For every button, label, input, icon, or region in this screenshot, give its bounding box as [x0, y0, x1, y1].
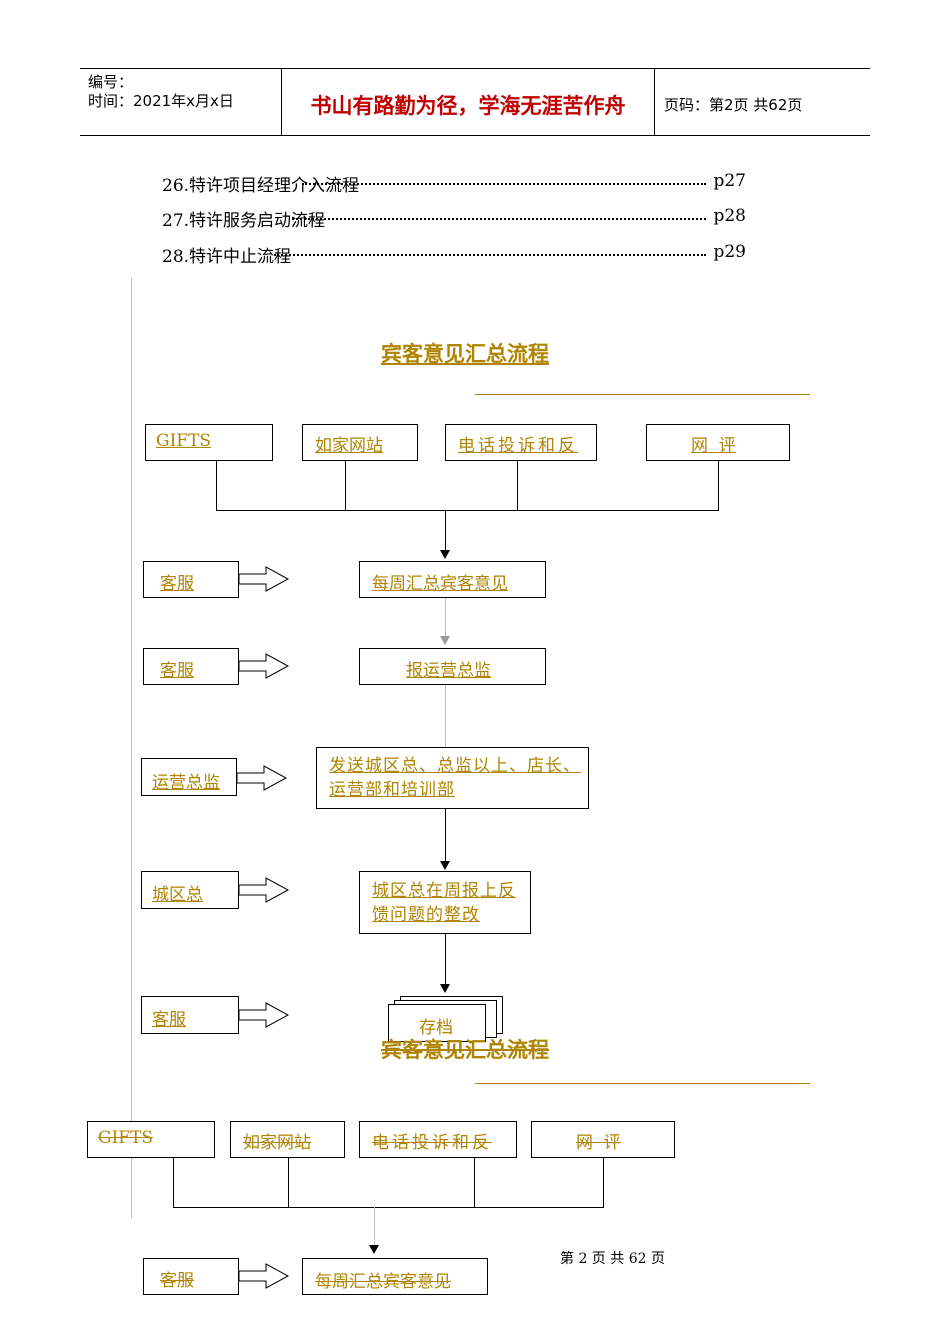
action-label: 城区总在周报上反馈问题的整改 [372, 881, 516, 925]
source-label: 如家网站 [315, 436, 383, 456]
hollow-arrow-icon [238, 653, 290, 679]
action-box[interactable]: 报运营总监 [359, 648, 546, 685]
connector [216, 510, 719, 511]
connector [718, 461, 719, 511]
role-label: 城区总 [152, 885, 203, 905]
header-time-label: 时间：2021年x月x日 [88, 92, 234, 110]
toc-entry-title: 27.特许服务启动流程 [162, 211, 326, 231]
hollow-arrow-icon [238, 877, 290, 903]
toc-entry-page: p27 [713, 171, 746, 191]
hollow-arrow-icon [238, 1263, 290, 1289]
action-label: 每周汇总宾客意见 [372, 574, 508, 594]
connector [445, 598, 446, 638]
role-label: 客服 [152, 1010, 186, 1030]
connector [173, 1207, 604, 1208]
header-divider-left [281, 68, 282, 136]
arrow-down-icon [369, 1245, 379, 1254]
connector [173, 1158, 174, 1208]
role-box[interactable]: 城区总 [141, 871, 239, 909]
toc-entry[interactable]: 28.特许中止流程 p29 [162, 242, 752, 267]
toc-leader-dots [302, 183, 706, 185]
action-box[interactable]: 发送城区总、总监以上、店长、运营部和培训部 [316, 747, 589, 809]
toc-entry-page: p28 [713, 206, 746, 226]
connector [374, 1207, 375, 1245]
toc-entry-title: 26.特许项目经理介入流程 [162, 176, 360, 196]
source-label: 网 评 [576, 1133, 621, 1153]
source-box-gifts-repeat[interactable]: GIFTS [87, 1121, 215, 1158]
connector [603, 1158, 604, 1208]
source-label: 电话投诉和反 [458, 436, 578, 456]
role-label: 客服 [160, 574, 194, 594]
arrow-down-icon [440, 861, 450, 870]
flow-title-rule-repeat [475, 1083, 810, 1084]
hollow-arrow-icon [236, 765, 288, 791]
connector [445, 809, 446, 863]
connector [216, 461, 217, 511]
role-label: 客服 [160, 661, 194, 681]
action-box-repeat[interactable]: 每周汇总宾客意见 [302, 1258, 488, 1295]
toc-entry[interactable]: 27.特许服务启动流程 p28 [162, 206, 752, 231]
toc-entry-page: p29 [713, 242, 746, 262]
hollow-arrow-icon [238, 566, 290, 592]
source-label: GIFTS [98, 1128, 154, 1148]
header-page-label: 页码：第2页 共62页 [664, 96, 803, 114]
role-box[interactable]: 客服 [143, 561, 239, 598]
header-top-rule [80, 68, 870, 69]
action-label: 每周汇总宾客意见 [315, 1272, 451, 1292]
header-divider-right [654, 68, 655, 136]
action-label: 报运营总监 [406, 661, 491, 681]
source-box-website[interactable]: 如家网站 [302, 424, 418, 461]
page-footer: 第 2 页 共 62 页 [560, 1251, 665, 1267]
role-box[interactable]: 运营总监 [141, 758, 237, 796]
action-label: 发送城区总、总监以上、店长、运营部和培训部 [329, 756, 581, 800]
connector [445, 510, 446, 552]
flow-title: 宾客意见汇总流程 [381, 341, 549, 366]
source-box-gifts[interactable]: GIFTS [145, 424, 273, 461]
flow-title-rule [475, 394, 810, 395]
role-box[interactable]: 客服 [143, 648, 239, 685]
arrow-down-icon [440, 550, 450, 559]
margin-line [131, 278, 132, 1218]
flow-title-repeat: 宾客意见汇总流程 [381, 1037, 549, 1062]
source-label: 如家网站 [243, 1133, 311, 1153]
source-box-review[interactable]: 网 评 [646, 424, 790, 461]
source-box-phone[interactable]: 电话投诉和反 [445, 424, 597, 461]
connector [517, 461, 518, 511]
action-box[interactable]: 每周汇总宾客意见 [359, 561, 546, 598]
arrow-down-icon [440, 636, 450, 645]
source-box-website-repeat[interactable]: 如家网站 [230, 1121, 345, 1158]
role-label: 客服 [160, 1271, 194, 1291]
archive-document[interactable]: 存档 [388, 1004, 486, 1042]
connector [474, 1158, 475, 1208]
source-box-phone-repeat[interactable]: 电话投诉和反 [359, 1121, 517, 1158]
toc-leader-dots [292, 218, 706, 220]
connector [288, 1158, 289, 1208]
role-box-repeat[interactable]: 客服 [143, 1258, 239, 1295]
action-box[interactable]: 城区总在周报上反馈问题的整改 [359, 871, 531, 934]
role-label: 运营总监 [152, 773, 220, 793]
role-box[interactable]: 客服 [141, 996, 239, 1034]
connector [445, 685, 446, 747]
header-motto: 书山有路勤为径，学海无涯苦作舟 [310, 94, 626, 118]
arrow-down-icon [440, 984, 450, 993]
source-label: GIFTS [156, 431, 212, 451]
action-label: 存档 [419, 1018, 453, 1038]
hollow-arrow-icon [238, 1002, 290, 1028]
toc-leader-dots [274, 254, 706, 256]
header-number-label: 编号： [88, 73, 134, 91]
header-bottom-rule [80, 135, 870, 136]
connector [345, 461, 346, 511]
connector [445, 934, 446, 986]
source-label: 网 评 [691, 436, 736, 456]
toc-entry[interactable]: 26.特许项目经理介入流程 p27 [162, 171, 752, 196]
source-label: 电话投诉和反 [372, 1133, 492, 1153]
source-box-review-repeat[interactable]: 网 评 [531, 1121, 675, 1158]
toc-entry-title: 28.特许中止流程 [162, 247, 292, 267]
